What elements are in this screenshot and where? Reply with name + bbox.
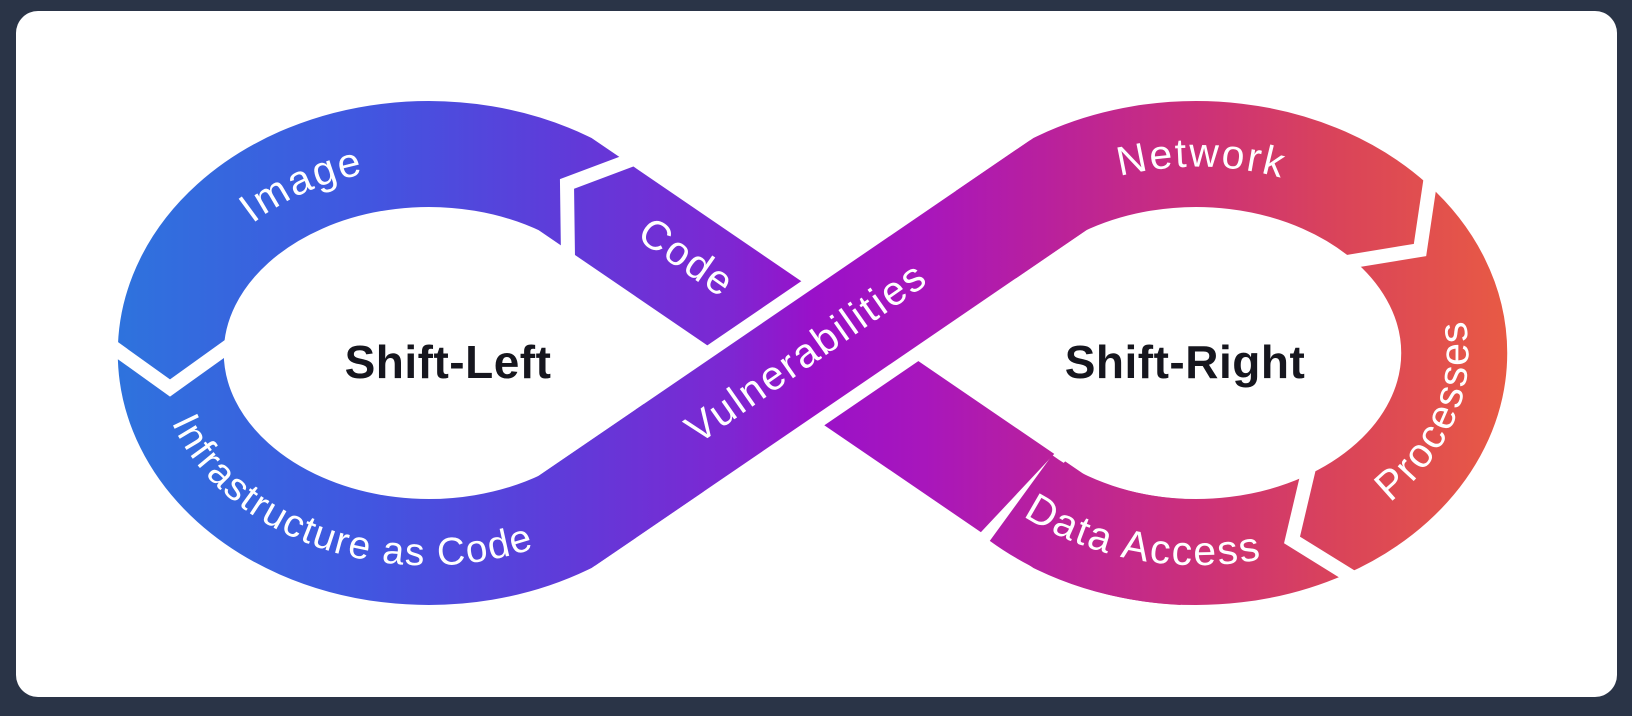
arrow-gap-network-to-processes: [1345, 174, 1438, 269]
arrow-gap-image-to-infrastructure: [105, 339, 235, 397]
shift-right-label: Shift-Right: [1065, 336, 1306, 388]
arrow-gap-code-to-image: [559, 151, 639, 259]
data-access-band-patch: [989, 454, 1187, 605]
vulnerabilities-band: [535, 140, 1090, 566]
shift-left-label: Shift-Left: [345, 336, 552, 388]
arrow-gap-processes-to-data-access: [1284, 466, 1359, 585]
